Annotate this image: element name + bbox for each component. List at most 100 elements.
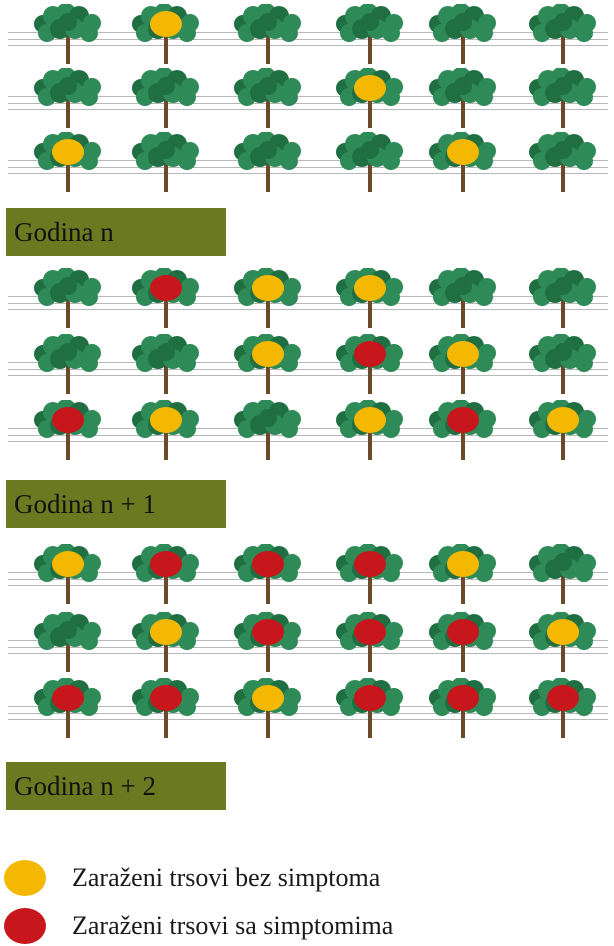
grapevine-icon xyxy=(335,544,405,606)
year-label: Godina n + 1 xyxy=(6,480,226,528)
red-dot-icon xyxy=(52,685,84,711)
grapevine-icon xyxy=(33,132,103,194)
grapevine-icon xyxy=(233,68,303,130)
vine-healthy xyxy=(33,68,103,130)
vine-row xyxy=(0,4,614,66)
trunk xyxy=(561,364,565,394)
trunk xyxy=(164,642,168,672)
grapevine-icon xyxy=(233,544,303,606)
grapevine-icon xyxy=(335,268,405,330)
trunk xyxy=(266,298,270,328)
vine-symptomatic xyxy=(528,678,598,740)
leaf xyxy=(259,77,277,95)
legend-item-asymptomatic: Zaraženi trsovi bez simptoma xyxy=(0,858,614,898)
vine-healthy xyxy=(233,68,303,130)
trunk xyxy=(561,574,565,604)
leaf xyxy=(259,13,277,31)
leaf xyxy=(157,343,175,361)
vine-symptomatic xyxy=(335,334,405,396)
leaf xyxy=(475,24,493,42)
trunk xyxy=(164,98,168,128)
trunk xyxy=(461,642,465,672)
leaf xyxy=(575,288,593,306)
yellow-dot-icon xyxy=(150,619,182,645)
vine-asymptomatic xyxy=(131,612,201,674)
vine-symptomatic xyxy=(33,678,103,740)
leaf xyxy=(178,152,196,170)
vine-healthy xyxy=(33,268,103,330)
grapevine-icon xyxy=(131,544,201,606)
grapevine-icon xyxy=(131,334,201,396)
trunk xyxy=(561,708,565,738)
yellow-dot-icon xyxy=(354,75,386,101)
vine-symptomatic xyxy=(131,268,201,330)
leaf xyxy=(59,621,77,639)
leaf xyxy=(554,553,572,571)
grapevine-icon xyxy=(335,612,405,674)
yellow-dot-icon xyxy=(547,619,579,645)
red-dot-icon xyxy=(252,619,284,645)
trunk xyxy=(266,574,270,604)
yellow-dot-icon xyxy=(547,407,579,433)
trunk xyxy=(66,364,70,394)
yellow-dot-icon xyxy=(150,11,182,37)
trunk xyxy=(266,162,270,192)
trunk xyxy=(164,34,168,64)
vine-healthy xyxy=(233,132,303,194)
trunk xyxy=(561,430,565,460)
vine-asymptomatic xyxy=(335,400,405,462)
trunk xyxy=(368,574,372,604)
trunk xyxy=(66,98,70,128)
grapevine-icon xyxy=(33,68,103,130)
vine-healthy xyxy=(528,132,598,194)
trunk xyxy=(266,642,270,672)
grapevine-icon xyxy=(233,400,303,462)
grapevine-icon xyxy=(233,132,303,194)
trunk xyxy=(66,430,70,460)
leaf xyxy=(280,152,298,170)
trunk xyxy=(461,430,465,460)
trunk xyxy=(266,364,270,394)
grapevine-icon xyxy=(131,678,201,740)
grapevine-icon xyxy=(528,678,598,740)
grapevine-icon xyxy=(428,132,498,194)
leaf xyxy=(157,77,175,95)
grapevine-icon xyxy=(528,4,598,66)
vine-row xyxy=(0,268,614,330)
leaf xyxy=(475,88,493,106)
vine-healthy xyxy=(428,68,498,130)
vine-asymptomatic xyxy=(233,268,303,330)
vine-asymptomatic xyxy=(528,400,598,462)
trunk xyxy=(368,34,372,64)
vine-symptomatic xyxy=(233,612,303,674)
trunk xyxy=(164,162,168,192)
red-dot-icon xyxy=(447,407,479,433)
grapevine-icon xyxy=(233,678,303,740)
grapevine-icon xyxy=(335,678,405,740)
grapevine-icon xyxy=(131,132,201,194)
grapevine-icon xyxy=(528,612,598,674)
grapevine-icon xyxy=(428,612,498,674)
vine-healthy xyxy=(528,334,598,396)
vineyard-block-year-n-plus-2: Godina n + 2 xyxy=(0,540,614,820)
vine-asymptomatic xyxy=(233,678,303,740)
vine-healthy xyxy=(131,68,201,130)
year-label: Godina n xyxy=(6,208,226,256)
trunk xyxy=(66,708,70,738)
leaf xyxy=(280,24,298,42)
yellow-dot-icon xyxy=(4,860,46,896)
grapevine-icon xyxy=(428,4,498,66)
yellow-dot-icon xyxy=(150,407,182,433)
leaf xyxy=(80,24,98,42)
trunk xyxy=(561,162,565,192)
yellow-dot-icon xyxy=(252,341,284,367)
red-dot-icon xyxy=(150,275,182,301)
leaf xyxy=(554,13,572,31)
grapevine-icon xyxy=(33,678,103,740)
red-dot-icon xyxy=(354,551,386,577)
vine-symptomatic xyxy=(428,612,498,674)
trunk xyxy=(368,162,372,192)
grapevine-icon xyxy=(335,400,405,462)
leaf xyxy=(178,354,196,372)
